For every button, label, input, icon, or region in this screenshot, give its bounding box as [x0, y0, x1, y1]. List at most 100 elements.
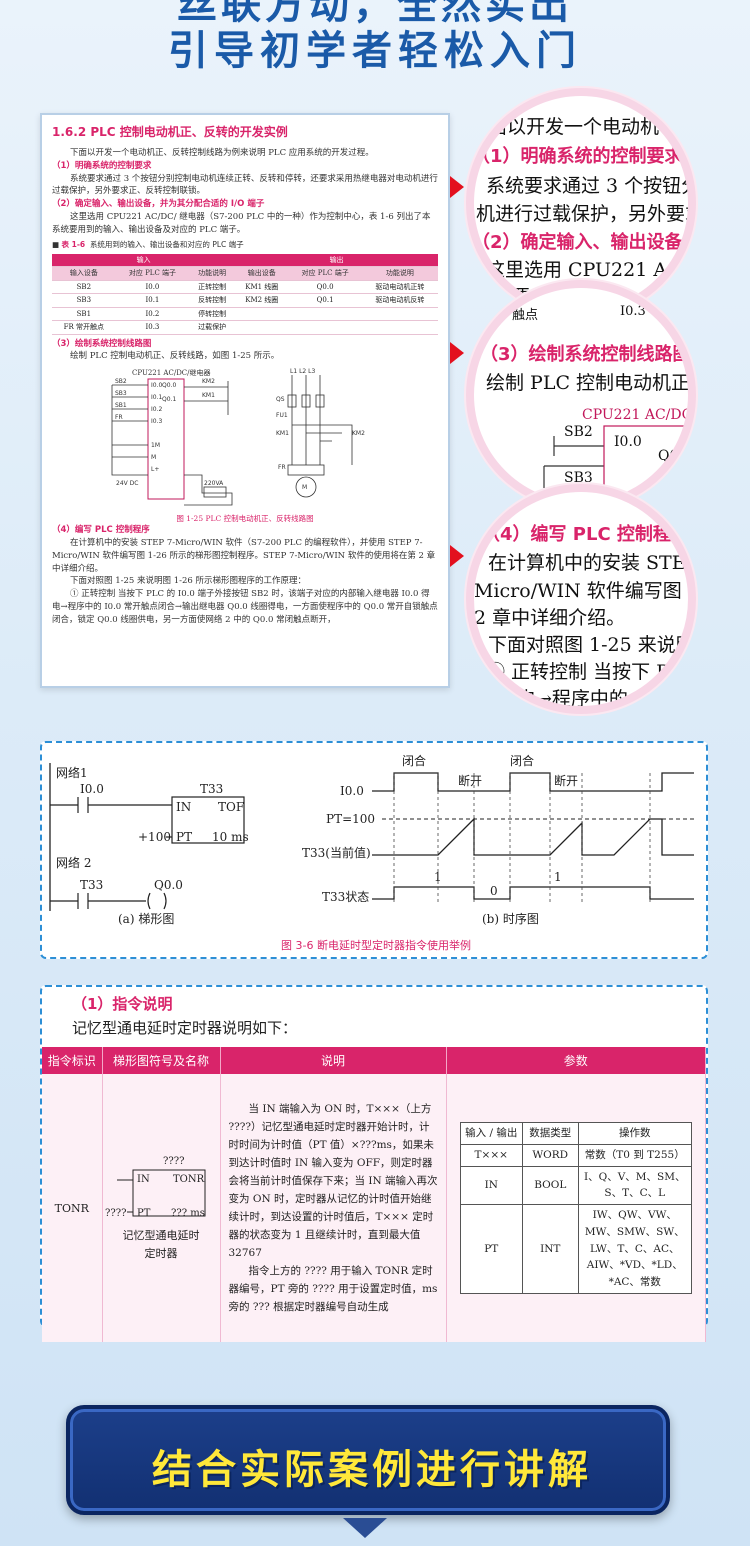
svg-text:TOF: TOF — [218, 800, 244, 814]
step1-heading: （1）明确系统的控制要求 — [52, 160, 152, 171]
figure-caption: 图 1-25 PLC 控制电动机正、反转线路图 — [176, 514, 314, 523]
svg-text:断开: 断开 — [554, 773, 578, 788]
hero-subtitle: 引导初学者轻松入门 — [168, 28, 582, 74]
table-row: TONR ???? IN TONR ???? PT ??? ms 记 — [42, 1074, 706, 1342]
desc-paragraph-1: 当 IN 端输入为 ON 时，T×××（上方 ????）记忆型通电延时定时器开始… — [228, 1102, 438, 1260]
instruction-intro: 记忆型通电延时定时器说明如下： — [72, 1019, 298, 1037]
svg-text:KM1: KM1 — [202, 392, 215, 399]
io-table: 输入 输出 输入设备对应 PLC 端子功能说明 输出设备对应 PLC 端子功能说… — [52, 253, 438, 335]
signal-t33-current: T33(当前值) — [302, 845, 371, 860]
svg-text:L+: L+ — [151, 466, 159, 473]
arrow-right-icon — [450, 176, 464, 198]
svg-text:断开: 断开 — [458, 773, 482, 788]
svg-text:QS: QS — [276, 396, 285, 403]
contact-t33-label: T33 — [80, 878, 103, 892]
timing-caption: (b) 时序图 — [482, 911, 539, 926]
zoom-circle-step3: 触点 I0.3 （3）绘制系统控制线路图 绘制 PLC 控制电动机正、反 CPU… — [466, 280, 696, 510]
step1-text: 系统要求通过 3 个按钮分别控制电动机连续正转、反转和停转，还要求采用热继电器对… — [52, 173, 438, 197]
table-caption: ■ 表 1-6 系统用到的输入、输出设备和对应的 PLC 端子 — [52, 240, 244, 250]
svg-text:FU1: FU1 — [276, 412, 288, 419]
symbol-caption: 记忆型通电延时定时器 — [122, 1228, 200, 1260]
svg-text:FR: FR — [115, 414, 123, 421]
arrow-right-icon — [450, 342, 464, 364]
instruction-heading: （1）指令说明 — [72, 995, 173, 1013]
banner-text: 结合实际案例进行讲解 — [152, 1447, 592, 1493]
zoom-diagram-lines — [543, 425, 688, 502]
timer-figure-caption: 图 3-6 断电延时型定时器指令使用举例 — [281, 939, 471, 952]
network1-label: 网络1 — [56, 765, 88, 780]
param-table: 输入 / 输出 数据类型 操作数 T××× WORD 常数（T0 到 T255）… — [459, 1121, 692, 1295]
svg-text:SB1: SB1 — [115, 402, 127, 409]
svg-text:L1 L2 L3: L1 L2 L3 — [290, 368, 315, 375]
book-page-preview: 1.6.2 PLC 控制电动机正、反转的开发实例 下面以开发一个电动机正、反转控… — [40, 113, 450, 688]
svg-text:M: M — [302, 484, 307, 491]
svg-text:I0.0: I0.0 — [151, 382, 162, 389]
io-table-group-input: 输入 — [52, 253, 236, 267]
svg-text:0: 0 — [490, 884, 498, 898]
svg-text:220VA: 220VA — [204, 480, 224, 487]
svg-text:Q0.0: Q0.0 — [162, 382, 176, 389]
contact-i00-label: I0.0 — [80, 782, 104, 796]
col-header-symbol: 梯形图符号及名称 — [102, 1047, 221, 1074]
svg-text:SB2: SB2 — [115, 378, 127, 385]
ladder-caption: (a) 梯形图 — [118, 912, 174, 926]
table-row: IN BOOL I、Q、V、M、SM、S、T、C、L — [459, 1165, 692, 1206]
table-row: PT INT IW、QW、VW、MW、SMW、SW、LW、T、C、AC、AIW、… — [459, 1204, 692, 1295]
svg-text:????: ???? — [163, 1156, 184, 1167]
instruction-table: 指令标识 梯形图符号及名称 说明 参数 TONR ???? IN TONR ??… — [42, 1047, 706, 1342]
section-title: 1.6.2 PLC 控制电动机正、反转的开发实例 — [52, 125, 288, 139]
step2-text: 这里选用 CPU221 AC/DC/ 继电器（S7-200 PLC 中的一种）作… — [52, 211, 431, 235]
arrow-right-icon — [450, 545, 464, 567]
svg-text:KM2: KM2 — [352, 430, 365, 437]
intro-text: 下面以开发一个电动机正、反转控制线路为例来说明 PLC 应用系统的开发过程。 — [70, 148, 374, 158]
desc-paragraph-2: 指令上方的 ???? 用于输入 TONR 定时器编号，PT 旁的 ???? 用于… — [228, 1265, 438, 1314]
step3-text: 绘制 PLC 控制电动机正、反转线路，如图 1-25 所示。 — [70, 351, 280, 362]
svg-text:I0.3: I0.3 — [151, 418, 162, 425]
svg-text:????: ???? — [105, 1208, 126, 1219]
instruction-box: （1）指令说明 记忆型通电延时定时器说明如下： 指令标识 梯形图符号及名称 说明… — [40, 985, 708, 1342]
explain-text: 下面对照图 1-25 来说明图 1-26 所示梯形图程序的工作原理： — [70, 576, 307, 587]
step4-heading: （4）编写 PLC 控制程序 — [52, 525, 150, 536]
svg-text:24V DC: 24V DC — [116, 480, 138, 487]
step4-text: 在计算机中的安装 STEP 7-Micro/WIN 软件（S7-200 PLC … — [52, 538, 436, 574]
step2-heading: （2）确定输入、输出设备，并为其分配合适的 I/O 端子 — [52, 199, 265, 209]
signal-t33-state: T33状态 — [322, 890, 369, 904]
col-header-desc: 说明 — [220, 1047, 447, 1074]
io-table-group-output: 输出 — [235, 253, 438, 267]
timer-figure-box: 网络1 I0.0 T33 IN TOF +100 PT 10 ms 网络 2 T… — [40, 741, 708, 959]
svg-text:SB3: SB3 — [115, 390, 127, 397]
signal-pt: PT=100 — [326, 812, 375, 826]
signal-i00: I0.0 — [340, 784, 364, 798]
col-header-params: 参数 — [446, 1047, 706, 1074]
forward-control-text: ① 正转控制 当按下 PLC 的 I0.0 端子外接按钮 SB2 时，该端子对应… — [52, 589, 438, 625]
svg-text:IN: IN — [137, 1174, 150, 1185]
tonr-symbol: ???? IN TONR ???? PT ??? ms — [105, 1156, 206, 1219]
svg-text:闭合: 闭合 — [402, 753, 426, 768]
cta-banner: 结合实际案例进行讲解 — [66, 1405, 670, 1515]
svg-text:TONR: TONR — [173, 1174, 205, 1185]
svg-text:10 ms: 10 ms — [212, 830, 249, 844]
table-row: T××× WORD 常数（T0 到 T255） — [459, 1143, 692, 1167]
network2-label: 网络 2 — [56, 855, 91, 870]
svg-text:FR: FR — [278, 464, 286, 471]
svg-text:1M: 1M — [151, 442, 160, 449]
svg-text:??? ms: ??? ms — [171, 1208, 205, 1219]
svg-text:I0.1: I0.1 — [151, 394, 162, 401]
zoom-circle-step4: （4）编写 PLC 控制程序 在计算机中的安装 STEP Micro/WIN 软… — [466, 484, 696, 714]
svg-text:1: 1 — [554, 870, 562, 884]
svg-text:PT: PT — [137, 1208, 151, 1219]
hero-title-partial: 丝联方动，全然实出 — [177, 0, 573, 28]
svg-text:I0.2: I0.2 — [151, 406, 162, 413]
instruction-id: TONR — [42, 1074, 103, 1342]
svg-text:KM2: KM2 — [202, 378, 215, 385]
coil-q00-label: Q0.0 — [154, 878, 183, 892]
svg-text:闭合: 闭合 — [510, 753, 534, 768]
svg-text:IN: IN — [176, 800, 191, 814]
tof-figure: 网络1 I0.0 T33 IN TOF +100 PT 10 ms 网络 2 T… — [49, 753, 694, 926]
timer-t33-label: T33 — [200, 782, 223, 796]
